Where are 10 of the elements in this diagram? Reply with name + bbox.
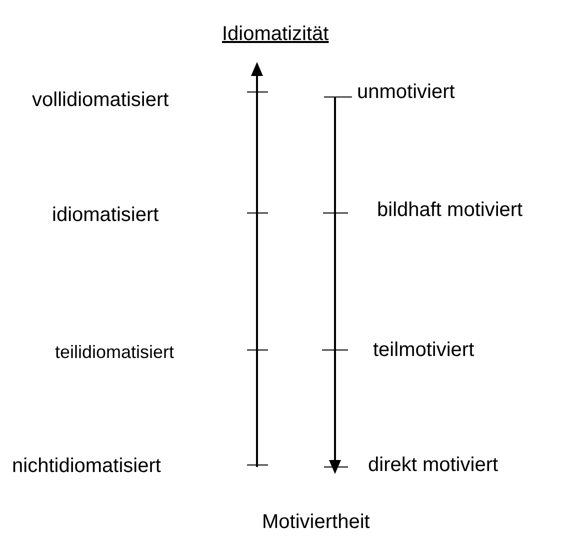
scale-label: teilidiomatisiert [55,341,174,364]
scale-label: teilmotiviert [373,338,474,362]
scale-label: idiomatisiert [52,203,159,227]
axis-title: Motiviertheit [262,510,370,534]
axis-title: Idiomatizität [222,22,329,46]
scale-label: direkt motiviert [368,453,498,477]
scale-label: bildhaft motiviert [377,198,523,222]
scale-label: vollidiomatisiert [32,88,169,112]
scale-label: unmotiviert [357,80,455,104]
scale-label: nichtidiomatisiert [12,454,161,478]
